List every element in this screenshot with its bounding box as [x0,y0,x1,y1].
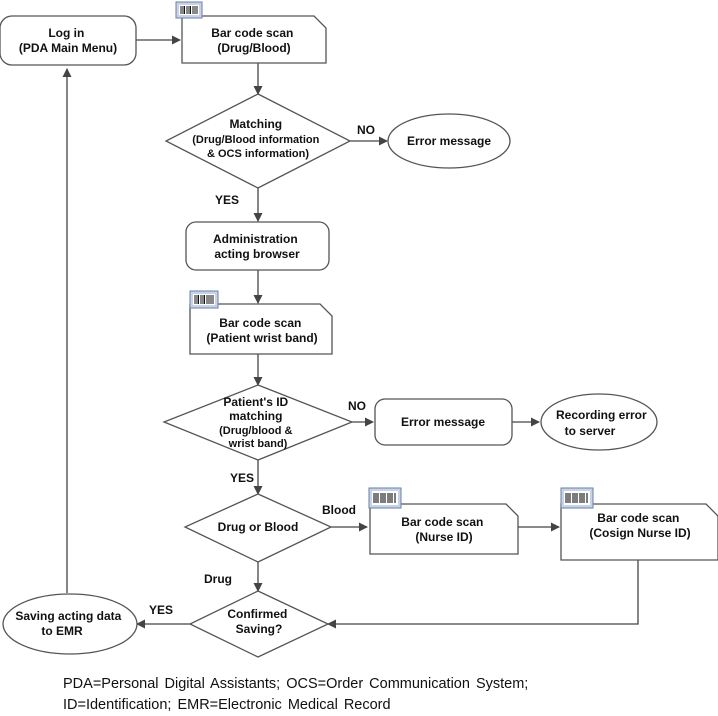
node-patient-id: Patient's ID matching (Drug/blood & wris… [162,384,354,461]
node-error-2: Error message [374,398,513,446]
login-line-2: (PDA Main Menu) [19,41,117,55]
matching-line-1: Matching [229,117,282,131]
scan-nurse-line-2: (Nurse ID) [415,530,472,544]
edge-label-yes-2: YES [230,471,254,485]
patient-id-line-2: matching [229,409,282,423]
svg-text:Bar code scan (Nurse ID): Bar code scan (Nurse ID) [401,515,486,544]
node-scan-nurse: Bar code scan (Nurse ID) [368,487,519,555]
barcode-icon [560,487,594,509]
barcode-icon [175,1,203,19]
edge-label-no-1: NO [357,123,375,137]
svg-text:Matching (Drug/Blood inf: Matching (Drug/Blood information & OCS i… [192,115,324,160]
scan-nurse-line-1: Bar code scan [401,515,483,529]
edge-label-yes-1: YES [215,193,239,207]
scan-cosign-line-1: Bar code scan [597,511,679,525]
svg-text:Patient's ID matching: Patient's ID matching (Drug/blood & wris… [219,393,297,450]
matching-line-2: (Drug/Blood information [192,134,319,146]
node-recording: Recording error to server [540,393,658,451]
footnote: PDA=Personal Digital Assistants; OCS=Ord… [63,674,683,716]
confirmed-line-2: Saving? [236,622,283,636]
node-drug-or-blood: Drug or Blood [183,493,333,563]
drug-or-blood-line-1: Drug or Blood [218,520,299,534]
patient-id-line-3: (Drug/blood & [219,425,292,437]
scan-patient-line-1: Bar code scan [219,316,301,330]
node-scan-patient: Bar code scan (Patient wrist band) [189,290,333,355]
footnote-line-2: ID=Identification; EMR=Electronic Medica… [63,697,391,713]
scan-patient-line-2: (Patient wrist band) [206,331,317,345]
admin-line-2: acting browser [214,247,300,261]
svg-text:Bar code scan (Cosign Nu: Bar code scan (Cosign Nurse ID) [589,511,690,540]
svg-text:Error message: Error message [407,134,491,148]
svg-text:Error message: Error message [401,415,485,429]
saving-line-1: Saving acting data [15,609,121,623]
node-scan-drug: Bar code scan (Drug/Blood) [175,1,327,64]
edges [62,35,639,629]
edge-label-yes-3: YES [149,603,173,617]
edge-label-blood: Blood [322,503,356,517]
footnote-line-1: PDA=Personal Digital Assistants; OCS=Ord… [63,676,529,692]
admin-line-1: Administration [213,232,298,246]
error-1-line-1: Error message [407,134,491,148]
svg-text:Saving acting data to EM: Saving acting data to EMR [15,609,124,638]
patient-id-line-4: wrist band) [228,438,288,450]
svg-text:Drug or Blood: Drug or Blood [218,520,299,534]
edge-cosign-to-confirmed [327,560,639,629]
error-2-line-1: Error message [401,415,485,429]
login-line-1: Log in [48,26,84,40]
confirmed-line-1: Confirmed [227,607,287,621]
recording-line-2: to server [565,424,616,438]
scan-drug-line-1: Bar code scan [211,26,293,40]
barcode-icon [368,487,402,509]
edge-label-drug: Drug [204,572,232,586]
svg-text:Recording error to serve: Recording error to server [556,408,650,438]
node-saving: Saving acting data to EMR [2,593,138,655]
scan-drug-line-2: (Drug/Blood) [217,41,290,55]
flowchart: Log in (PDA Main Menu) Bar code scan (Dr… [0,1,718,658]
svg-text:Administration acting br: Administration acting browser [213,232,301,261]
node-login: Log in (PDA Main Menu) [0,15,137,66]
patient-id-line-1: Patient's ID [223,395,288,409]
svg-text:Confirmed Saving?: Confirmed Saving? [227,607,290,636]
svg-text:Log in (PDA Main Menu): Log in (PDA Main Menu) [19,26,117,55]
saving-line-2: to EMR [41,624,83,638]
node-matching: Matching (Drug/Blood information & OCS i… [164,93,352,189]
matching-line-3: & OCS information) [207,148,309,160]
scan-cosign-line-2: (Cosign Nurse ID) [589,526,690,540]
barcode-icon [189,290,219,309]
recording-line-1: Recording error [556,408,647,422]
node-confirmed: Confirmed Saving? [188,590,330,658]
node-admin: Administration acting browser [185,221,330,271]
node-scan-cosign: Bar code scan (Cosign Nurse ID) [560,487,718,561]
node-error-1: Error message [387,113,511,169]
svg-text:Bar code scan (Patient w: Bar code scan (Patient wrist band) [206,316,317,345]
svg-text:Bar code scan (Drug/Bloo: Bar code scan (Drug/Blood) [211,26,296,55]
edge-label-no-2: NO [348,399,366,413]
